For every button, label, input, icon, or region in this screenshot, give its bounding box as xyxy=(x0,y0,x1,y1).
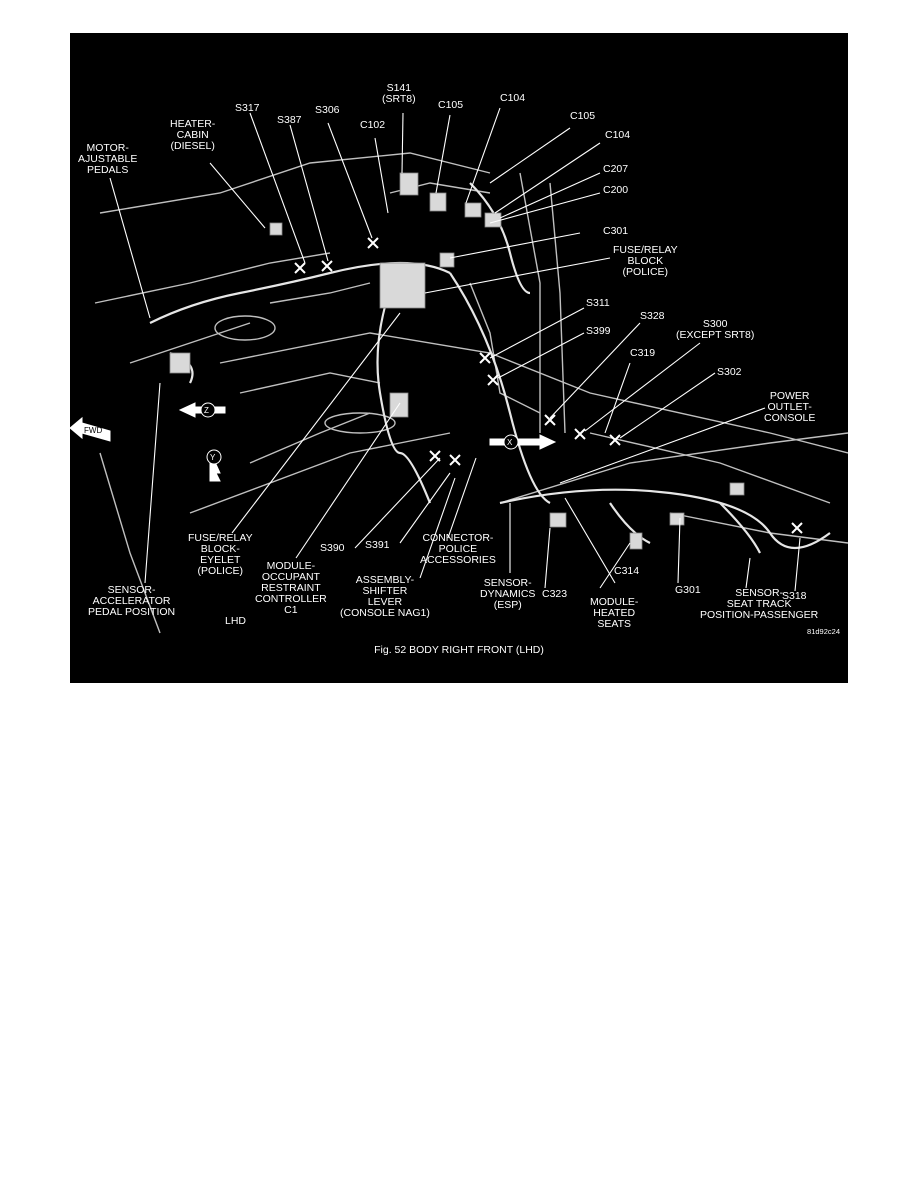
label-power-outlet-console: POWER OUTLET- CONSOLE xyxy=(764,390,816,424)
label-fuse-relay-block-eyelet: FUSE/RELAY BLOCK- EYELET (POLICE) xyxy=(188,532,253,577)
label-sensor-accelerator-pedal: SENSOR- ACCELERATOR PEDAL POSITION xyxy=(88,584,176,618)
label-c104-upper: C104 xyxy=(500,92,526,104)
label-s390: S390 xyxy=(320,542,345,554)
label-c104-lower: C104 xyxy=(605,129,631,141)
label-s399: S399 xyxy=(586,325,611,337)
label-assembly-shifter-lever: ASSEMBLY- SHIFTER LEVER (CONSOLE NAG1) xyxy=(340,574,430,619)
x-marker: X xyxy=(507,438,513,447)
label-s141: S141 (SRT8) xyxy=(382,82,416,105)
label-g301: G301 xyxy=(675,584,701,596)
label-c323: C323 xyxy=(542,588,568,600)
image-code: 81d92c24 xyxy=(807,627,840,636)
label-sensor-dynamics: SENSOR- DYNAMICS (ESP) xyxy=(480,577,536,611)
label-s391: S391 xyxy=(365,539,390,551)
label-s328: S328 xyxy=(640,310,665,322)
fwd-marker: FWD xyxy=(84,426,103,435)
label-s302: S302 xyxy=(717,366,742,378)
label-c301: C301 xyxy=(603,225,629,237)
wiring-diagram-figure: FWD Z X Y MOTOR- AJUSTABLE PEDALS HEATER… xyxy=(70,33,848,683)
y-marker: Y xyxy=(210,453,216,462)
label-module-heated-seats: MODULE- HEATED SEATS xyxy=(590,596,639,630)
figure-caption: Fig. 52 BODY RIGHT FRONT (LHD) xyxy=(374,644,544,656)
label-sensor-seat-track: SENSOR- SEAT TRACK POSITION-PASSENGER xyxy=(700,587,819,621)
fwd-arrow-icon xyxy=(70,416,111,442)
label-s300: S300 (EXCEPT SRT8) xyxy=(676,318,755,341)
label-c319: C319 xyxy=(630,347,656,359)
label-c105-upper: C105 xyxy=(438,99,464,111)
label-c207: C207 xyxy=(603,163,629,175)
label-connector-police-accessories: CONNECTOR- POLICE ACCESSORIES xyxy=(420,532,496,566)
label-s317: S317 xyxy=(235,102,260,114)
label-lhd: LHD xyxy=(225,615,247,627)
label-motor-adjustable-pedals: MOTOR- AJUSTABLE PEDALS xyxy=(78,142,138,176)
label-c200: C200 xyxy=(603,184,629,196)
label-s311: S311 xyxy=(586,297,610,309)
z-marker: Z xyxy=(204,406,209,415)
label-s306: S306 xyxy=(315,104,340,116)
vehicle-body-illustration xyxy=(70,107,848,634)
label-fuse-relay-block-police: FUSE/RELAY BLOCK (POLICE) xyxy=(613,244,678,278)
label-c314: C314 xyxy=(614,565,640,577)
label-s387: S387 xyxy=(277,114,302,126)
fuse-relay-block-shape xyxy=(379,262,426,309)
label-heater-cabin: HEATER- CABIN (DIESEL) xyxy=(170,118,216,152)
label-module-occupant-restraint: MODULE- OCCUPANT RESTRAINT CONTROLLER C1 xyxy=(255,560,327,616)
label-s318: S318 xyxy=(782,590,807,602)
label-c105-lower: C105 xyxy=(570,110,596,122)
label-c102: C102 xyxy=(360,119,386,131)
x-axis-arrow-icon xyxy=(489,434,557,450)
